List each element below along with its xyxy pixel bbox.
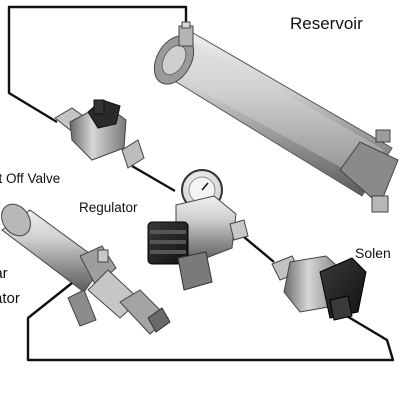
reservoir-icon (153, 21, 399, 213)
shut-off-valve-icon (54, 99, 145, 169)
linear-actuator-label-line2: ator (0, 290, 20, 307)
hose-shutoff-to-regulator (131, 164, 176, 193)
hose-solenoid-loop-right (26, 282, 395, 362)
linear-actuator-label-line1: ear (0, 265, 8, 282)
regulator-label: Regulator (79, 200, 138, 215)
regulator-icon (147, 169, 249, 291)
solenoid-label: Solen (355, 245, 391, 261)
hose-reservoir-to-shutoff (7, 5, 188, 124)
reservoir-label: Reservoir (290, 14, 363, 33)
shut-off-valve-label: ut Off Valve (0, 171, 61, 186)
solenoid-valve-icon (271, 255, 367, 321)
linear-actuator-icon (1, 203, 171, 335)
